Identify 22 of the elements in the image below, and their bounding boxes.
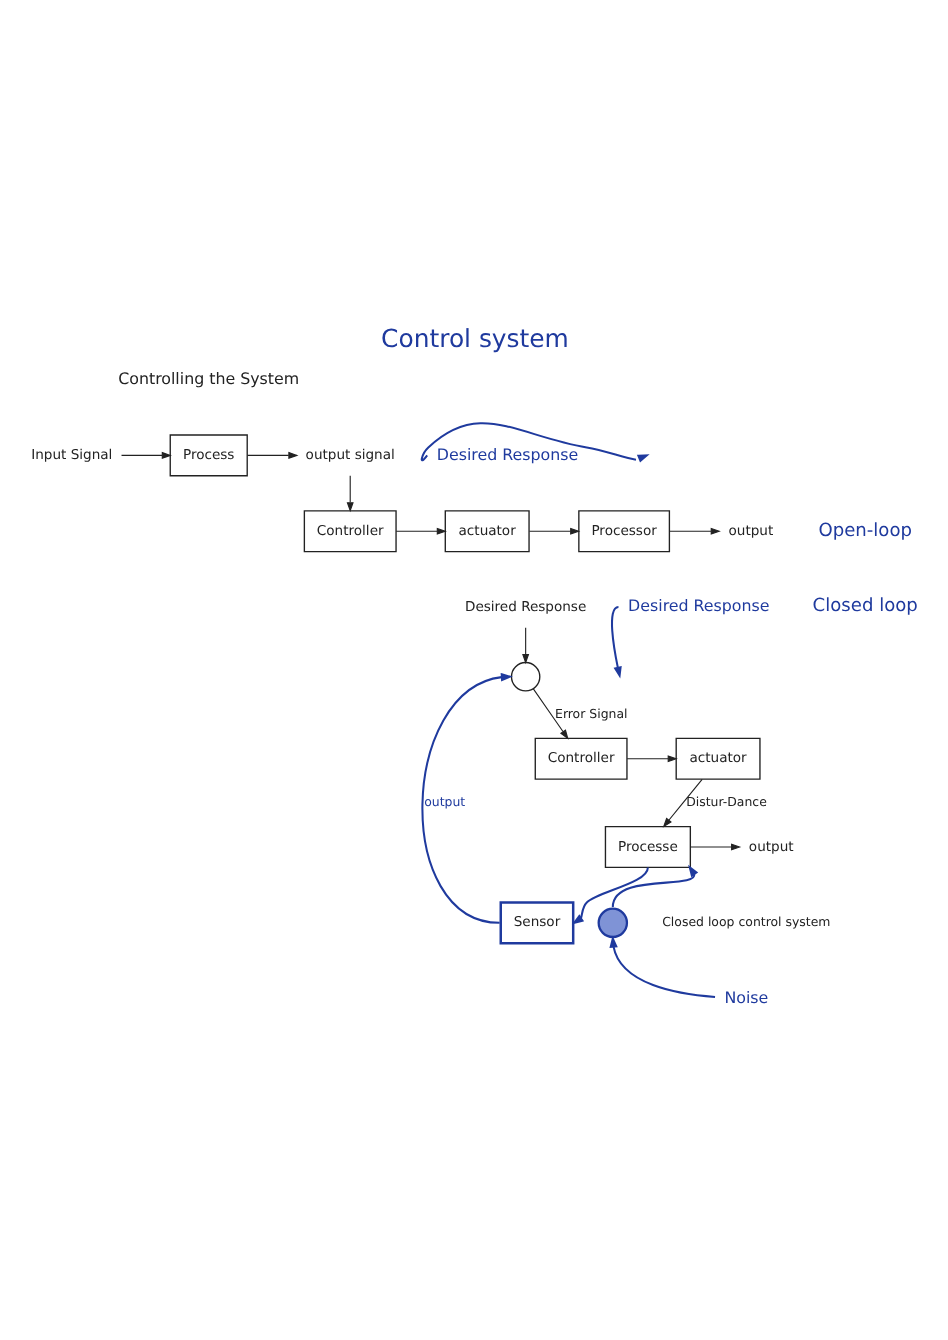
arrow [610,863,698,907]
arrow [668,526,720,534]
arrow [345,474,353,512]
arrow [570,866,648,924]
arrow [521,626,529,664]
arrow [245,450,298,458]
arrow [527,526,580,534]
arrow [394,526,446,534]
arrow [608,934,715,997]
arrow [689,842,741,850]
arrow [625,754,677,762]
arrow [531,687,568,739]
label: Open-loop [817,520,911,541]
node-circle [509,660,540,691]
arrow [661,777,702,827]
arrow [119,450,171,458]
node-circle [596,906,628,938]
label: Closed loop [811,596,917,617]
arrow [419,421,649,462]
arrow [420,671,512,923]
diagram-title: Control system [380,322,568,353]
arrow [610,605,621,678]
